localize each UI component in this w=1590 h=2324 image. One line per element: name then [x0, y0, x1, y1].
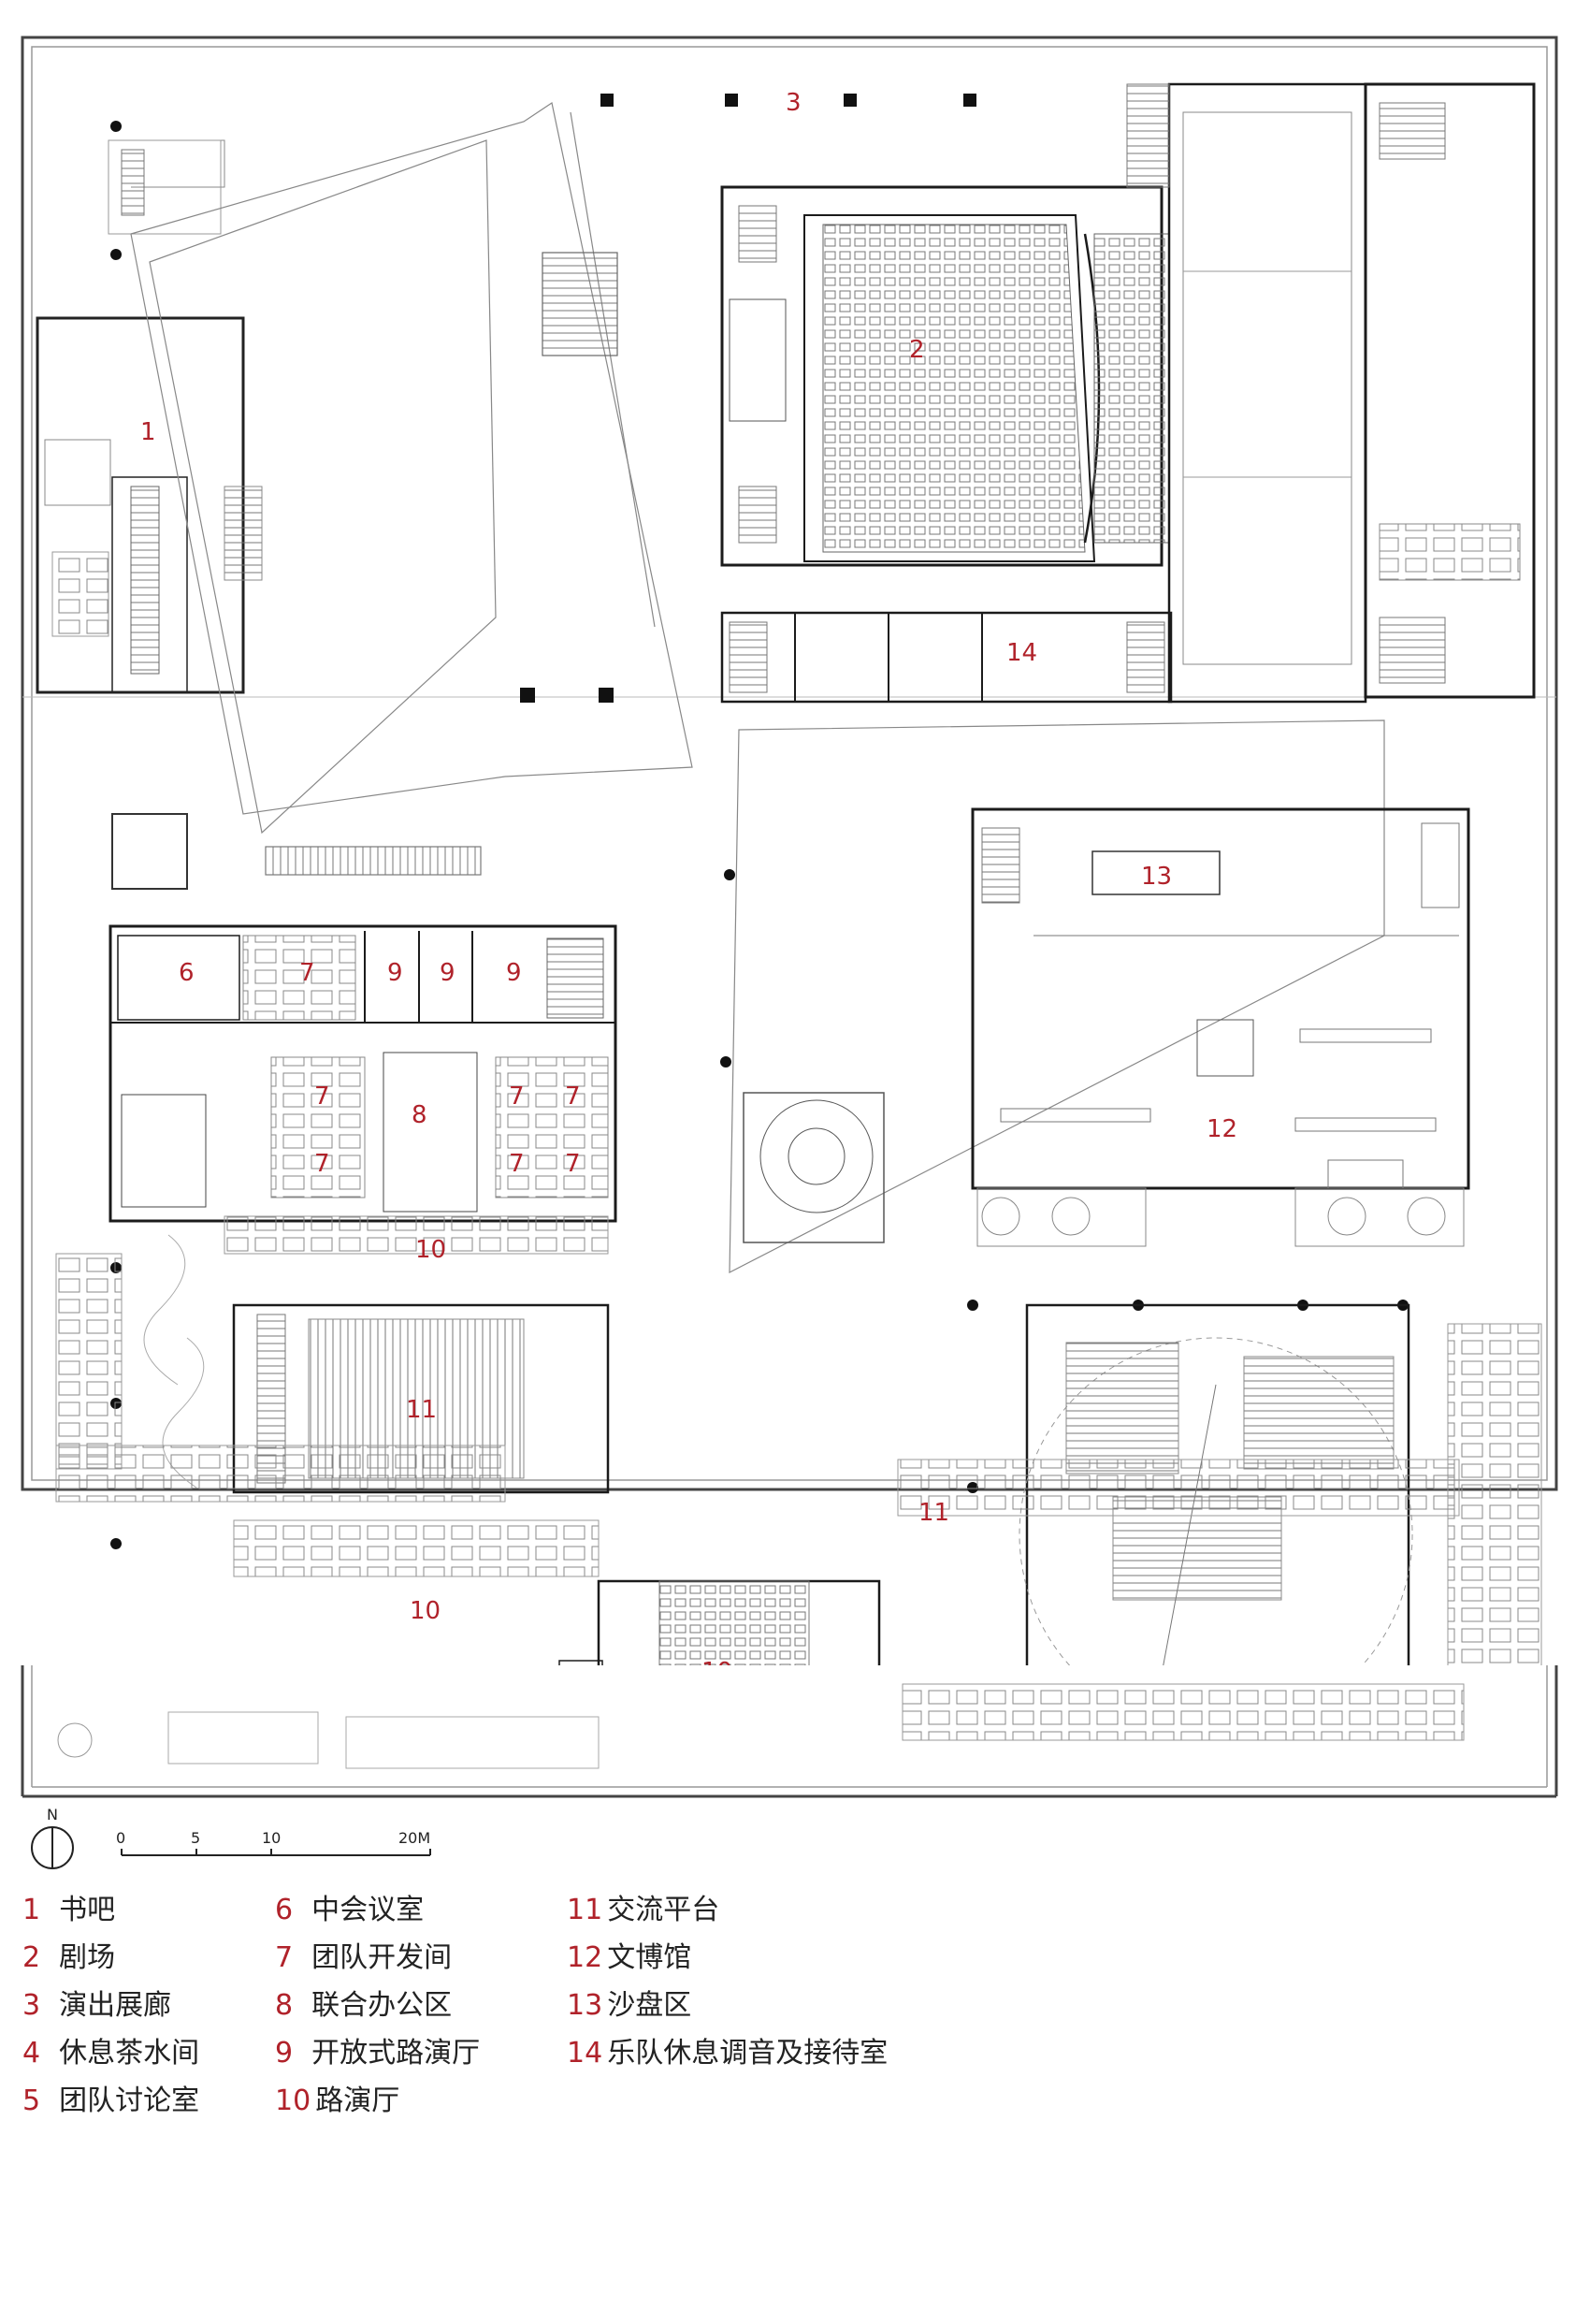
floor-plan-drawing: 1 2 3 6 7 7 7 7 7 7 7 8 9 9 9 10 10 10 1…: [21, 36, 1558, 1665]
north-arrow: N: [31, 1806, 74, 1869]
legend: 1 书吧 2 剧场 3 演出展廊 4 休息茶水间 5 团队讨论室 6 中会议室 …: [22, 1886, 1575, 2288]
room-label-9-c: 9: [506, 959, 522, 987]
zone-museum: [971, 807, 1470, 1247]
scale-tick-5: 5: [191, 1829, 200, 1847]
floor-plan-lower: [21, 1665, 1558, 1798]
room-label-6: 6: [179, 959, 195, 987]
room-labels: 1 2 3 6 7 7 7 7 7 7 7 8 9 9 9 10 10 10 1…: [140, 89, 1237, 1665]
scale-tick-0: 0: [116, 1829, 125, 1847]
legend-item: 5 团队讨论室: [22, 2084, 200, 2117]
room-label-12: 12: [1207, 1115, 1237, 1143]
legend-item: 6 中会议室: [275, 1894, 425, 1926]
south-furniture-row: [55, 1445, 1460, 1517]
room-label-9-a: 9: [387, 959, 403, 987]
columns: [110, 94, 1409, 1549]
room-label-10-b: 10: [410, 1597, 441, 1625]
legend-item: 3 演出展廊: [22, 1989, 172, 2022]
room-label-7-e: 7: [565, 1082, 581, 1111]
legend-item: 8 联合办公区: [275, 1989, 453, 2022]
building-outline: [21, 36, 1558, 1491]
legend-item: 12 文博馆: [567, 1941, 692, 1974]
room-label-11-a: 11: [406, 1396, 437, 1424]
spiral-stair: [743, 1092, 885, 1243]
legend-item: 14 乐队休息调音及接待室: [567, 2037, 889, 2070]
legend-item: 10 路演厅: [275, 2084, 400, 2117]
zone-stage-hall: [1126, 82, 1536, 704]
zone-book-bar: [36, 139, 263, 694]
legend-column-3: 11 交流平台 12 文博馆 13 沙盘区 14 乐队休息调音及接待室: [567, 1886, 888, 2077]
room-label-1: 1: [140, 418, 156, 446]
room-label-10-a: 10: [415, 1236, 446, 1264]
room-label-11-b: 11: [918, 1499, 949, 1527]
room-label-9-b: 9: [440, 959, 455, 987]
zone-roadshow-south: [558, 1579, 881, 1665]
room-label-7-b: 7: [314, 1082, 330, 1111]
zone-roadshow-west: [55, 1215, 610, 1577]
zone-band-rooms: [720, 611, 1173, 704]
room-label-7-c: 7: [314, 1150, 330, 1178]
room-label-7-a: 7: [299, 959, 315, 987]
legend-item: 9 开放式路演厅: [275, 2037, 481, 2070]
zone-theatre: [720, 185, 1170, 567]
legend-item: 2 剧场: [22, 1941, 116, 1974]
north-letter: N: [47, 1806, 58, 1823]
room-label-13: 13: [1141, 863, 1172, 891]
room-label-7-f: 7: [509, 1150, 525, 1178]
room-label-7-d: 7: [509, 1082, 525, 1111]
scale-tick-10: 10: [262, 1829, 281, 1847]
legend-item: 7 团队开发间: [275, 1941, 453, 1974]
legend-column-1: 1 书吧 2 剧场 3 演出展廊 4 休息茶水间 5 团队讨论室: [22, 1886, 199, 2125]
legend-column-2: 6 中会议室 7 团队开发间 8 联合办公区 9 开放式路演厅 10 路演厅: [275, 1886, 480, 2125]
room-label-14: 14: [1006, 639, 1037, 667]
scale-tick-20: 20M: [398, 1829, 430, 1847]
legend-item: 1 书吧: [22, 1894, 116, 1926]
room-label-10-c: 10: [701, 1658, 732, 1665]
legend-item: 4 休息茶水间: [22, 2037, 200, 2070]
room-label-3: 3: [786, 89, 802, 117]
room-label-8: 8: [412, 1101, 427, 1129]
legend-item: 11 交流平台: [567, 1894, 720, 1926]
room-label-7-g: 7: [565, 1150, 581, 1178]
room-label-2: 2: [909, 336, 925, 364]
zone-office-block: [108, 924, 617, 1223]
legend-item: 13 沙盘区: [567, 1989, 692, 2022]
scale-bar: 0 5 10 20M: [116, 1829, 431, 1856]
central-atrium: [111, 102, 1385, 1273]
